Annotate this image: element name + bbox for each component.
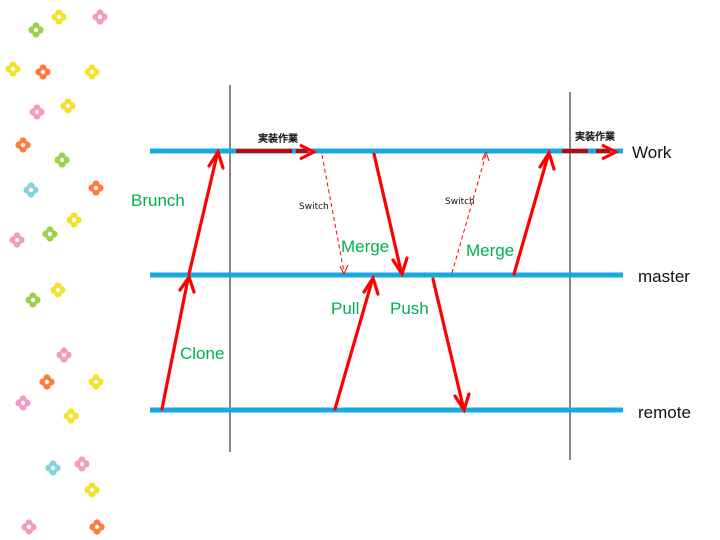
flower-icon (25, 292, 41, 308)
arrowhead-merge-right (538, 149, 556, 171)
flower-icon (89, 519, 105, 535)
flower-icon (88, 180, 104, 196)
flower-icon (84, 64, 100, 80)
flower-icon (66, 212, 82, 228)
arrowhead-brunch (207, 148, 225, 170)
arrowhead-clone (178, 273, 196, 294)
label-task-left: 実装作業 (258, 132, 299, 145)
arrowhead-merge-left (391, 256, 409, 278)
label-merge-right: Merge (466, 241, 514, 260)
flower-decoration (5, 9, 108, 535)
flower-icon (63, 408, 79, 424)
arrow-clone (160, 277, 190, 411)
arrow-pull (333, 279, 374, 411)
label-brunch: Brunch (131, 191, 185, 210)
flower-icon (74, 456, 90, 472)
flower-icon (29, 104, 45, 120)
flower-icon (45, 460, 61, 476)
flower-icon (23, 182, 39, 198)
arrowhead-pull (362, 274, 380, 296)
label-task-right: 実装作業 (575, 130, 616, 143)
arrow-merge-right (512, 154, 550, 276)
arrowhead-switch-left (339, 264, 349, 276)
flower-icon (50, 282, 66, 298)
flower-icon (9, 232, 25, 248)
lane-label-work: Work (632, 143, 672, 162)
flower-icon (54, 152, 70, 168)
arrow-switch-left (321, 154, 345, 273)
flower-icon (28, 22, 44, 38)
lane-label-master: master (638, 267, 690, 286)
arrowhead-switch-right (481, 150, 490, 162)
label-switch-left: Switch (299, 202, 329, 212)
arrow-push (431, 277, 465, 408)
task-arrowhead-left (299, 143, 318, 161)
flower-icon (5, 61, 21, 77)
label-switch-right: Switch (445, 197, 475, 207)
arrow-merge-left (372, 152, 403, 273)
task-arrowhead-right (601, 143, 620, 161)
flower-icon (60, 98, 76, 114)
flower-icon (88, 374, 104, 390)
flower-icon (51, 9, 67, 25)
label-merge-left: Merge (341, 237, 389, 256)
flower-icon (84, 482, 100, 498)
flower-icon (42, 226, 58, 242)
lane-label-remote: remote (638, 403, 691, 422)
flower-icon (56, 347, 72, 363)
label-clone: Clone (180, 344, 224, 363)
label-pull: Pull (331, 299, 359, 318)
flower-icon (15, 395, 31, 411)
label-push: Push (390, 299, 429, 318)
flower-icon (39, 374, 55, 390)
flower-icon (15, 137, 31, 153)
flower-icon (92, 9, 108, 25)
flower-icon (21, 519, 37, 535)
arrowhead-push (453, 392, 471, 414)
flower-icon (35, 64, 51, 80)
arrow-brunch (187, 153, 219, 276)
